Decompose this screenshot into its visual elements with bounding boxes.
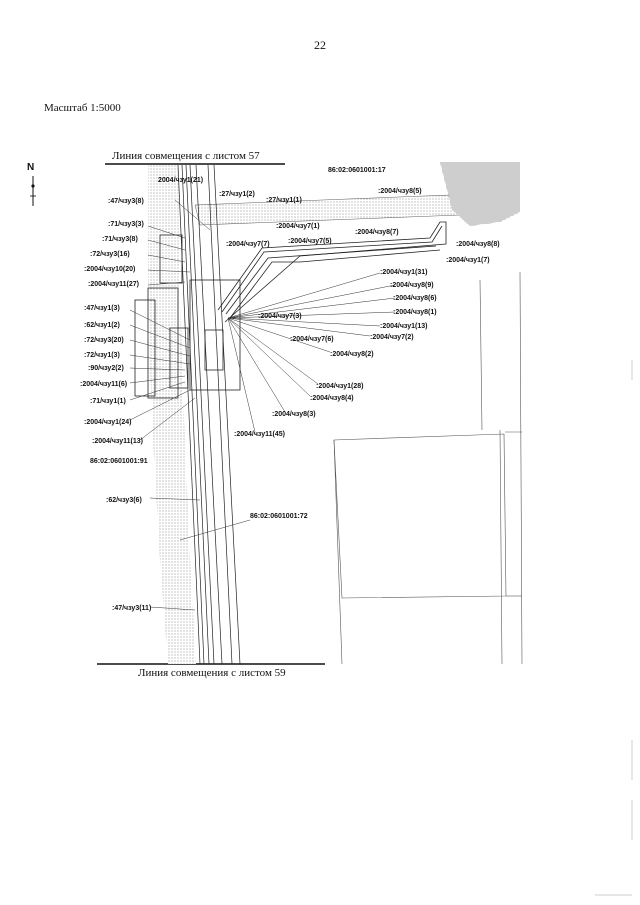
road-bend bbox=[217, 221, 447, 323]
zone-label: :2004/чзу7(7) bbox=[226, 241, 270, 248]
parcel-label-17: 86:02:0601001:17 bbox=[328, 167, 386, 174]
zone-label: :72/чзу3(16) bbox=[90, 251, 130, 258]
zone-label: :72/чзу3(20) bbox=[84, 337, 124, 344]
zone-label: :2004/чзу1(7) bbox=[446, 257, 490, 264]
zone-label: :2004/чзу8(2) bbox=[330, 351, 374, 358]
scale-label: Масштаб 1:5000 bbox=[44, 102, 121, 114]
zone-label: :2004/чзу8(1) bbox=[393, 309, 437, 316]
zone-label: :2004/чзу8(3) bbox=[272, 411, 316, 418]
margin-ticks bbox=[595, 360, 633, 896]
dotted-block bbox=[440, 162, 520, 226]
zone-label: :2004/чзу7(5) bbox=[288, 238, 332, 245]
zone-label: :2004/чзу7(2) bbox=[370, 334, 414, 341]
zone-label: :2004/чзу1(31) bbox=[380, 269, 427, 276]
zone-label: :2004/чзу7(6) bbox=[290, 336, 334, 343]
parcel-label-72: 86:02:0601001:72 bbox=[250, 513, 308, 520]
page-number: 22 bbox=[314, 38, 326, 52]
zone-label: 2004/чзу1(21) bbox=[158, 177, 203, 184]
zone-label: :47/чзу3(11) bbox=[112, 605, 151, 612]
road-east bbox=[194, 194, 461, 226]
zone-label: :62/чзу3(6) bbox=[106, 497, 142, 504]
match-line-bottom-label: Линия совмещения с листом 59 bbox=[138, 667, 286, 679]
zone-label: :2004/чзу1(28) bbox=[316, 383, 363, 390]
zone-label: :27/чзу1(2) bbox=[219, 191, 255, 198]
zone-label: :2004/чзу11(45) bbox=[234, 431, 285, 438]
zone-label: :71/чзу3(8) bbox=[102, 236, 138, 243]
road-corridor bbox=[148, 165, 196, 664]
zone-label: :72/чзу1(3) bbox=[84, 352, 120, 359]
zone-label: :2004/чзу11(27) bbox=[88, 281, 139, 288]
north-label: N bbox=[27, 162, 35, 173]
zone-label: :27/чзу1(1) bbox=[266, 197, 302, 204]
zone-label: :2004/чзу8(5) bbox=[378, 188, 422, 195]
parcel-outlines bbox=[134, 234, 241, 399]
zone-label: :62/чзу1(2) bbox=[84, 322, 120, 329]
zone-label: :47/чзу3(8) bbox=[108, 198, 144, 205]
zone-label: :2004/чзу8(8) bbox=[456, 241, 500, 248]
zone-label: :2004/чзу8(6) bbox=[393, 295, 437, 302]
parcel-label-91: 86:02:0601001:91 bbox=[90, 458, 148, 465]
zone-label: :2004/чзу7(3) bbox=[258, 313, 302, 320]
leader-lines bbox=[129, 199, 396, 611]
zone-label: :2004/чзу7(1) bbox=[276, 223, 320, 230]
lower-right-parcels bbox=[333, 271, 523, 665]
zone-label: :47/чзу1(3) bbox=[84, 305, 120, 312]
zone-label: :2004/чзу11(13) bbox=[92, 438, 143, 445]
match-line-top-label: Линия совмещения с листом 57 bbox=[112, 150, 260, 162]
zone-label: :2004/чзу11(6) bbox=[80, 381, 127, 388]
zone-label: :2004/чзу1(24) bbox=[84, 419, 131, 426]
zone-label: :71/чзу1(1) bbox=[90, 398, 126, 405]
zone-label: :2004/чзу8(4) bbox=[310, 395, 354, 402]
zone-label: :2004/чзу8(7) bbox=[355, 229, 399, 236]
zone-label: :90/чзу2(2) bbox=[88, 365, 124, 372]
north-arrow-icon bbox=[30, 176, 36, 206]
zone-label: :2004/чзу10(20) bbox=[84, 266, 135, 273]
zone-label: :71/чзу3(3) bbox=[108, 221, 144, 228]
zone-label: :2004/чзу8(9) bbox=[390, 282, 434, 289]
zone-label: :2004/чзу1(13) bbox=[380, 323, 427, 330]
